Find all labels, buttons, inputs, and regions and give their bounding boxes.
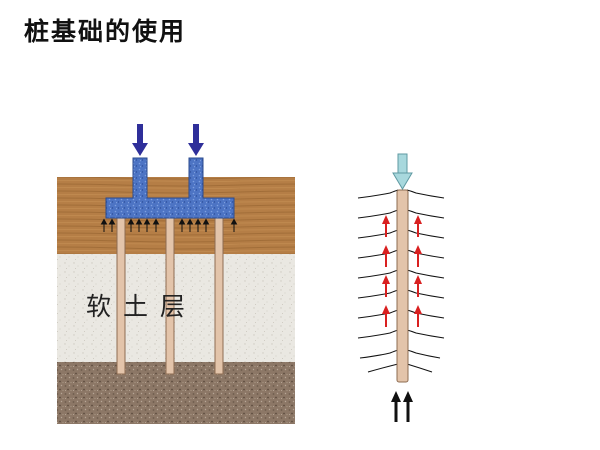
up-arrow-icon — [108, 218, 116, 232]
up-arrow-icon — [127, 218, 135, 232]
down-arrow-icon — [392, 153, 413, 190]
up-arrow-icon — [143, 218, 151, 232]
skin-friction-arrows — [382, 215, 422, 327]
end-bearing-arrows — [391, 391, 413, 422]
single-pile-diagram — [357, 153, 445, 422]
up-arrow-icon — [230, 218, 238, 232]
up-arrow-icon — [391, 391, 401, 422]
pile — [214, 215, 224, 375]
down-arrow-icon — [132, 124, 148, 156]
up-arrow-icon — [135, 218, 143, 232]
up-arrow-icon — [186, 218, 194, 232]
up-arrow-icon — [382, 245, 390, 267]
up-arrow-icon — [414, 275, 422, 297]
up-arrow-icon — [194, 218, 202, 232]
up-arrow-icon — [178, 218, 186, 232]
up-arrow-icon — [414, 245, 422, 267]
soft-soil-layer — [57, 254, 295, 362]
up-arrow-icon — [414, 305, 422, 327]
soft-soil-label: 软 土 层 — [86, 292, 187, 321]
single-pile — [396, 189, 409, 383]
slide-title: 桩基础的使用 — [24, 17, 187, 46]
up-arrow-icon — [403, 391, 413, 422]
bearing-stratum-layer — [57, 362, 295, 424]
up-arrow-icon — [414, 215, 422, 237]
load-arrows — [132, 124, 204, 156]
up-arrow-icon — [382, 305, 390, 327]
up-arrow-icon — [382, 215, 390, 237]
up-arrow-icon — [382, 275, 390, 297]
down-arrow-icon — [188, 124, 204, 156]
up-arrow-icon — [202, 218, 210, 232]
soil-reaction-arrows — [100, 218, 238, 232]
pile-cap — [105, 157, 235, 219]
up-arrow-icon — [152, 218, 160, 232]
up-arrow-icon — [100, 218, 108, 232]
